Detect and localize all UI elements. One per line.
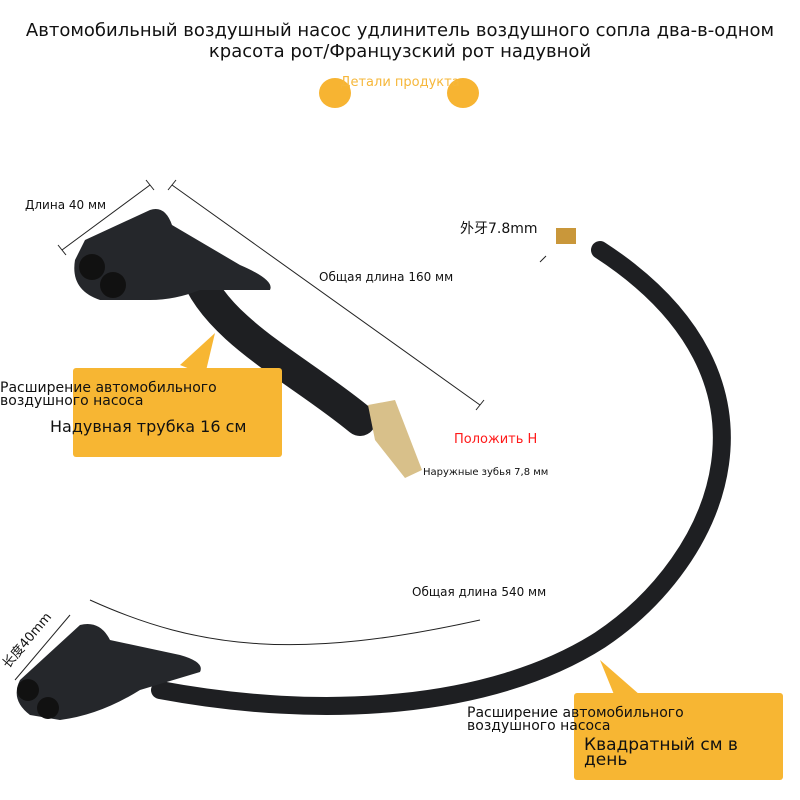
long-hose (151, 241, 731, 715)
outer-thread-label: Наружные зубья 7,8 мм (423, 467, 549, 478)
decor-dot-right (447, 78, 479, 108)
page-title: Автомобильный воздушный насос удлинитель… (25, 20, 775, 62)
section-label: Детали продукта (340, 75, 460, 90)
callout-title-bottom: Расширение автомобильного воздушного нас… (467, 705, 684, 734)
callout-box-bottom (574, 693, 783, 780)
outer-thread-cn-label: 外牙7.8mm (460, 221, 538, 237)
brass-valve-bottom (556, 228, 576, 244)
red-note: Положить Н (454, 432, 538, 447)
callout-title-top: Расширение автомобильного воздушного нас… (0, 380, 217, 409)
callout-box-top (73, 368, 282, 457)
callout-text-bottom: Квадратный см в день (584, 735, 738, 770)
brass-valve-top (368, 400, 422, 478)
head-length-label: Длина 40 мм (25, 198, 107, 212)
total-length-bottom-label: Общая длина 540 мм (412, 585, 547, 599)
port-hole (79, 254, 105, 280)
callout-text-top: Надувная трубка 16 см (50, 417, 247, 436)
callout-pointer-bottom (600, 660, 640, 697)
callout-pointer-top (180, 333, 215, 375)
port-hole (17, 679, 39, 701)
dimension-lines (14, 179, 547, 681)
decor-dot-left (319, 78, 351, 108)
port-hole (100, 272, 126, 298)
short-hose (179, 254, 376, 436)
port-hole (37, 697, 59, 719)
total-length-top-label: Общая длина 160 мм (319, 270, 454, 284)
pump-head-bottom (16, 624, 201, 720)
